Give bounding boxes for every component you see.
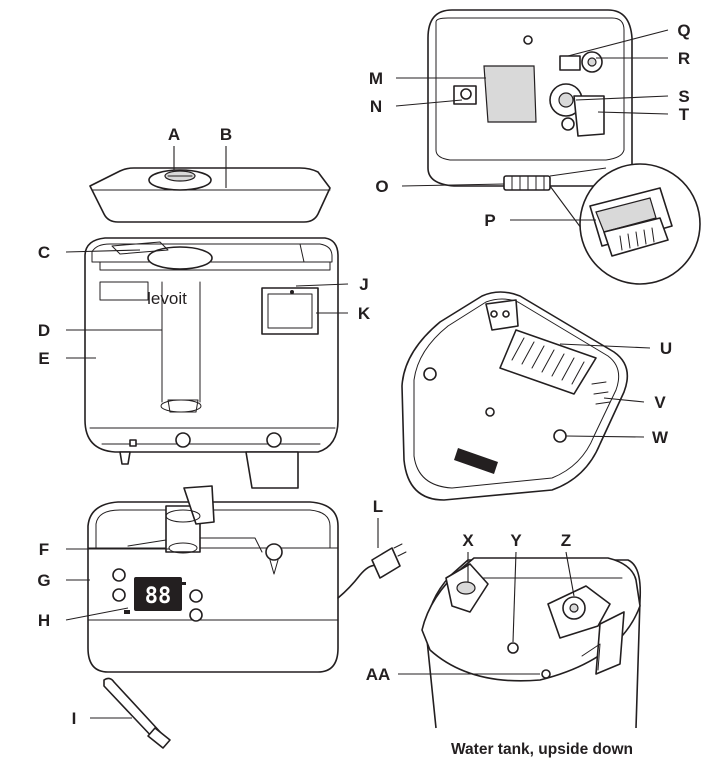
label-Z: Z bbox=[561, 531, 571, 550]
leader-lines bbox=[65, 29, 669, 719]
brand-logo: levoit bbox=[147, 289, 187, 308]
label-F: F bbox=[39, 540, 49, 559]
tank-upside-down bbox=[421, 557, 642, 729]
label-A: A bbox=[168, 125, 180, 144]
label-L: L bbox=[373, 497, 383, 516]
part-labels: A B C D E F G H I J K L M N O P Q R S T … bbox=[37, 21, 690, 728]
label-G: G bbox=[37, 571, 50, 590]
cleaning-brush bbox=[103, 677, 171, 749]
label-B: B bbox=[220, 125, 232, 144]
lid bbox=[89, 167, 331, 223]
label-S: S bbox=[678, 87, 689, 106]
label-D: D bbox=[38, 321, 50, 340]
label-P: P bbox=[484, 211, 495, 230]
label-O: O bbox=[375, 177, 388, 196]
base-unit: 88 bbox=[87, 485, 339, 673]
label-C: C bbox=[38, 243, 50, 262]
label-H: H bbox=[38, 611, 50, 630]
water-tank bbox=[84, 237, 339, 489]
label-J: J bbox=[359, 275, 368, 294]
base-bottom-view bbox=[401, 291, 629, 501]
label-W: W bbox=[652, 428, 669, 447]
label-X: X bbox=[462, 531, 474, 550]
label-K: K bbox=[358, 304, 371, 323]
label-R: R bbox=[678, 49, 690, 68]
label-N: N bbox=[370, 97, 382, 116]
label-I: I bbox=[72, 709, 77, 728]
label-U: U bbox=[660, 339, 672, 358]
label-Q: Q bbox=[677, 21, 690, 40]
label-M: M bbox=[369, 69, 383, 88]
magnifier-filter-detail bbox=[549, 163, 701, 285]
label-E: E bbox=[38, 349, 49, 368]
label-T: T bbox=[679, 105, 690, 124]
label-AA: AA bbox=[366, 665, 391, 684]
caption-tank-upside-down: Water tank, upside down bbox=[451, 741, 633, 758]
led-display: 88 bbox=[145, 584, 172, 609]
label-V: V bbox=[654, 393, 666, 412]
power-cord bbox=[337, 543, 407, 599]
label-Y: Y bbox=[510, 531, 522, 550]
